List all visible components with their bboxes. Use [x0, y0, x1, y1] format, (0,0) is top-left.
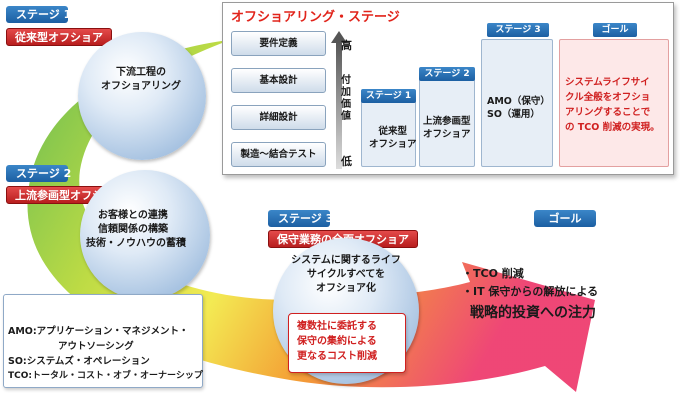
- stage1-label: 従来型オフショア: [6, 28, 112, 46]
- col-stage1-text: 従来型 オフショア: [369, 126, 417, 150]
- stage3-tag: ステージ 3: [268, 210, 333, 227]
- cost-reduction-callout: 複数社に委託する 保守の集約による 更なるコスト削減: [288, 313, 406, 373]
- goal-tag: ゴール: [534, 210, 596, 227]
- value-low-label: 低: [341, 155, 352, 168]
- task-detailed-design: 詳細設計: [231, 105, 326, 130]
- stage1-tag: ステージ 1: [6, 6, 71, 23]
- stage2-sphere: [80, 170, 210, 300]
- goal-line-tco: ・TCO 削減: [462, 267, 524, 280]
- col-goal-text: システムライフサイ クル全般をオフショ アリングすることで の TCO 削減の実…: [565, 77, 660, 133]
- offshoring-stage-panel: オフショアリング・ステージ 要件定義 基本設計 詳細設計 製造～結合テスト 高 …: [222, 2, 674, 175]
- col-goal-tag: ゴール: [593, 23, 637, 37]
- stage1-sphere: [78, 32, 206, 160]
- col-stage1: [361, 101, 416, 167]
- goal-line-strategy: 戦略的投資への注力: [470, 305, 596, 321]
- value-up-arrow-icon: [331, 31, 347, 169]
- stage2-tag: ステージ 2: [6, 165, 71, 182]
- col-stage3-text: AMO（保守） SO（運用）: [487, 96, 550, 120]
- col-stage1-tag: ステージ 1: [361, 89, 416, 103]
- col-goal: [559, 39, 669, 167]
- panel-title: オフショアリング・ステージ: [231, 10, 400, 25]
- task-requirements: 要件定義: [231, 31, 326, 56]
- col-stage3: [481, 39, 553, 167]
- col-stage2-text: 上流参画型 オフショア: [423, 116, 471, 140]
- value-label: 付加価値: [341, 75, 351, 122]
- col-stage3-tag: ステージ 3: [487, 23, 549, 37]
- value-high-label: 高: [341, 39, 352, 52]
- task-basic-design: 基本設計: [231, 68, 326, 93]
- stage1-sphere-text: 下流工程の オフショアリング: [101, 67, 181, 92]
- task-build-test: 製造～結合テスト: [231, 142, 326, 167]
- abbreviation-legend: AMO:アプリケーション・マネジメント・ アウトソーシング SO:システムズ・オ…: [3, 294, 203, 388]
- goal-line-it: ・IT 保守からの解放による: [462, 285, 599, 298]
- stage2-sphere-text: お客様との連携 信頼関係の構築 技術・ノウハウの蓄積: [86, 210, 186, 249]
- col-stage2-tag: ステージ 2: [419, 67, 475, 81]
- stage3-sphere-text: システムに関するライフ サイクルすべてを オフショア化: [291, 255, 401, 294]
